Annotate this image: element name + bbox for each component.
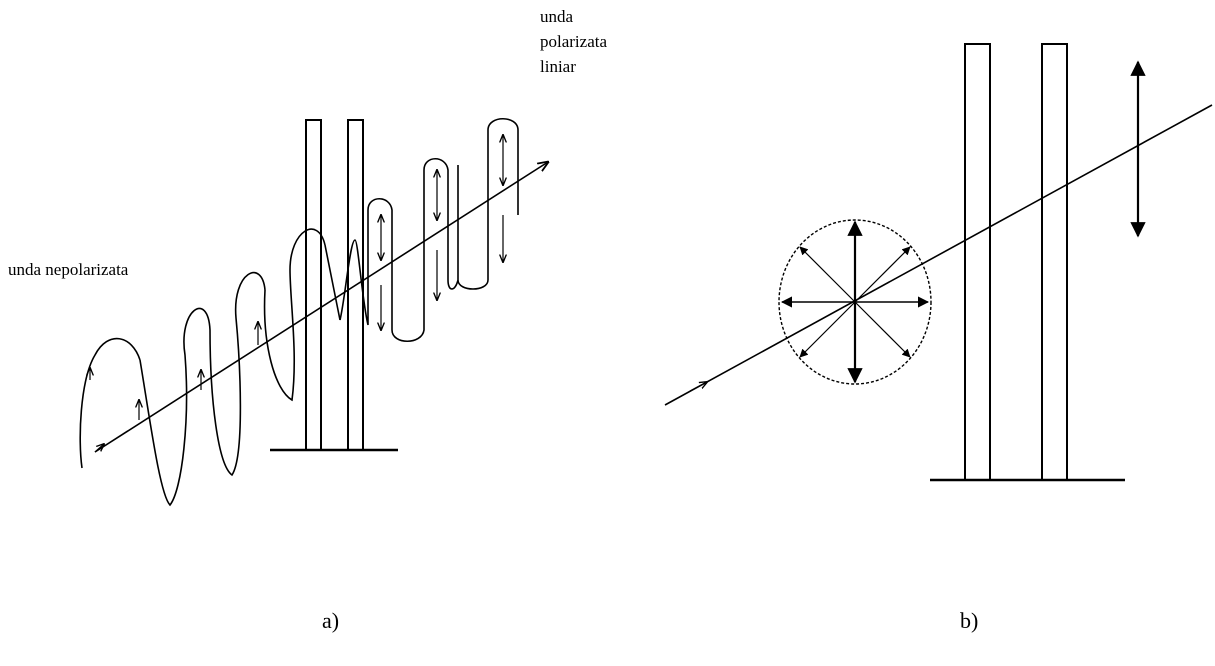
caption-b: b) — [960, 608, 978, 633]
propagation-ray-b — [665, 105, 1212, 405]
polarizer-a — [270, 120, 398, 450]
label-polarized-line-1: unda — [540, 7, 574, 26]
polarizer-b — [930, 44, 1125, 480]
unpolarized-vectors — [779, 220, 931, 384]
label-polarized-line-3: liniar — [540, 57, 576, 76]
panel-a: unda nepolarizata unda polarizata liniar… — [8, 7, 607, 633]
polarizer-b-post-left — [965, 44, 990, 480]
polarized-wave — [340, 119, 518, 342]
caption-a: a) — [322, 608, 339, 633]
polarizer-b-post-right — [1042, 44, 1067, 480]
label-unpolarized-wave: unda nepolarizata — [8, 260, 129, 279]
label-polarized-line-2: polarizata — [540, 32, 607, 51]
polarizer-a-post-left — [306, 120, 321, 450]
panel-b: b) — [665, 44, 1212, 633]
